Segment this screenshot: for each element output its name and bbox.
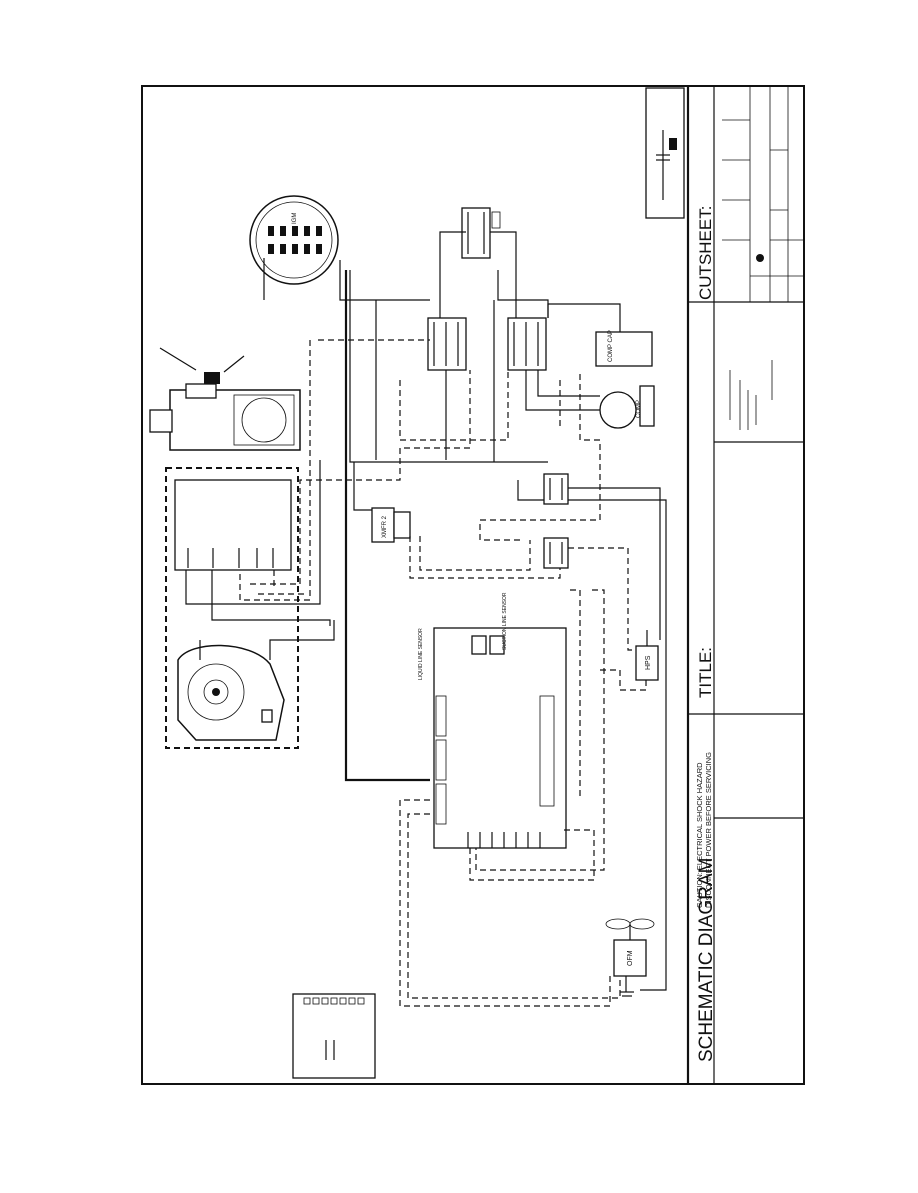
igm-connector: IGM <box>249 195 339 285</box>
caution-line-2: DISCONNECT POWER BEFORE SERVICING <box>704 752 713 908</box>
terminal-block-1 <box>543 473 569 505</box>
comp-label: COMP <box>636 400 642 418</box>
contactor-1 <box>461 207 501 259</box>
solid-wiring <box>185 231 667 991</box>
ofm-fan-motor: OFM <box>605 918 655 977</box>
relay-2 <box>427 317 467 371</box>
ignition-control <box>174 479 292 571</box>
inset-detail-box <box>645 87 685 219</box>
dashed-wiring <box>239 339 647 1007</box>
igm-label: IGM <box>292 213 298 224</box>
ignition-control-terminals <box>187 548 274 568</box>
transformer: XMFR 2 <box>371 507 411 543</box>
compressor: COMP <box>599 385 655 429</box>
main-control-board <box>433 627 567 849</box>
legend-box <box>292 993 376 1079</box>
cutsheet-label: CUTSHEET: <box>696 206 715 300</box>
liquid-line-sensor-label: LIQUID LINE SENSOR <box>418 628 424 680</box>
control-board-enclosure <box>165 467 299 749</box>
title-label: TITLE: <box>696 647 715 698</box>
caution-line-1: CAUTION: ELECTRICAL SHOCK HAZARD <box>695 762 704 908</box>
hps-label: HPS <box>645 655 652 670</box>
hps-switch: HPS <box>635 630 659 681</box>
transformer-label: XMFR 2 <box>382 515 388 538</box>
suction-line-sensor-label: SUCTION LINE SENSOR <box>502 592 508 650</box>
ground-symbol <box>620 976 634 997</box>
ofm-label: OFM <box>627 950 634 966</box>
comp-cap-label: COMP CAP <box>608 330 614 362</box>
contactor-3 <box>507 317 547 371</box>
legend-symbols <box>303 997 365 1060</box>
schematic-title: SCHEMATIC DIAGRAM <box>696 858 717 1062</box>
inducer-motor <box>177 644 285 741</box>
gas-valve <box>149 347 301 451</box>
terminal-block-2 <box>543 537 569 569</box>
comp-cap <box>595 331 653 367</box>
